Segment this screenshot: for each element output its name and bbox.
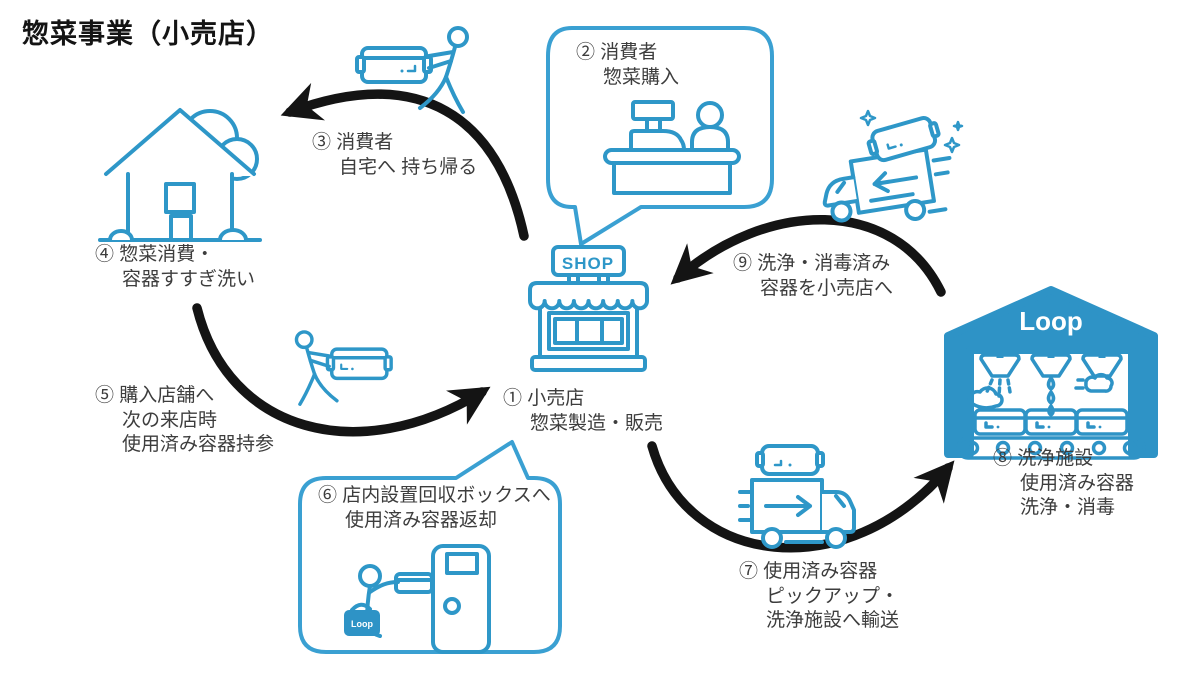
person-carrying-container-icon <box>294 330 393 406</box>
label-step8: ⑧ 洗浄施設 使用済み容器 洗浄・消毒 <box>993 448 1135 518</box>
house-icon <box>98 108 262 242</box>
loop-logo-text: Loop <box>1019 306 1083 336</box>
clean-container-van-icon <box>822 109 964 223</box>
label-step2: ② 消費者 惣菜購入 <box>576 42 680 88</box>
arrow-step9-facility-to-shop <box>670 214 946 297</box>
label-step6: ⑥ 店内設置回収ボックスへ 使用済み容器返却 <box>318 485 551 531</box>
washing-facility-icon: Loop <box>944 286 1158 460</box>
cashier-icon <box>603 100 741 195</box>
shop-icon: SHOP <box>528 245 649 372</box>
shop-sign-text: SHOP <box>562 254 614 273</box>
page-title: 惣菜事業（小売店） <box>22 19 274 49</box>
label-step3: ③ 消費者 自宅へ 持ち帰る <box>312 132 478 178</box>
label-step1: ① 小売店 惣菜製造・販売 <box>503 388 664 434</box>
pickup-truck-icon <box>738 444 856 549</box>
speech-bubble-return-box <box>298 440 562 654</box>
label-step9: ⑨ 洗浄・消毒済み 容器を小売店へ <box>733 253 894 299</box>
label-step4: ④ 惣菜消費・ 容器すすぎ洗い <box>95 244 256 290</box>
loop-bag-text: Loop <box>351 619 373 629</box>
label-step7: ⑦ 使用済み容器 ピックアップ・ 洗浄施設へ輸送 <box>739 561 900 631</box>
arrow-step3-shop-to-home <box>280 82 529 241</box>
return-box-icon: Loop <box>344 544 491 654</box>
arrow-step5-home-to-shop <box>192 303 491 437</box>
label-step5: ⑤ 購入店舗へ 次の来店時 使用済み容器持参 <box>95 385 275 455</box>
person-carrying-container-icon <box>355 26 469 114</box>
